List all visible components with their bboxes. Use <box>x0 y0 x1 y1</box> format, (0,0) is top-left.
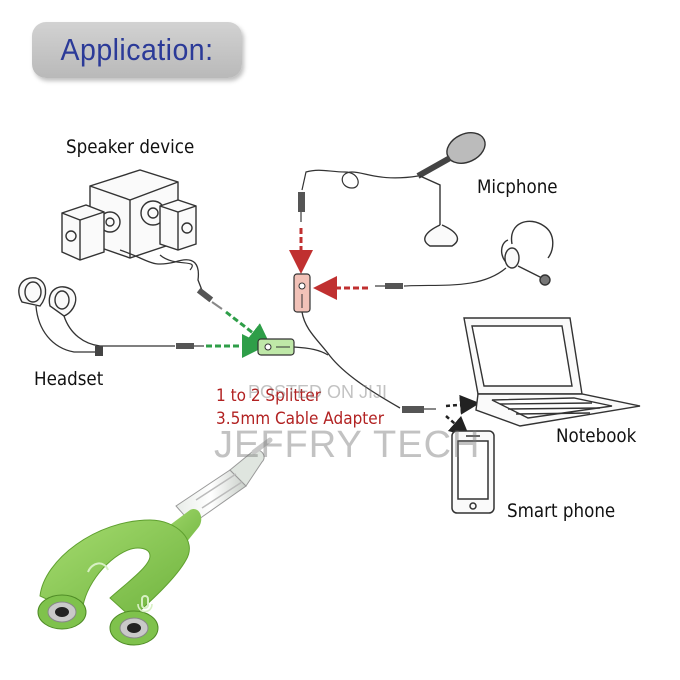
speaker-icon <box>61 169 197 261</box>
watermark-posted: POSTED ON JIJI <box>248 382 388 402</box>
splitter-label-line1: 1 to 2 Splitter <box>216 386 322 406</box>
headset-cable <box>63 315 175 347</box>
output-plug-icon <box>402 406 436 413</box>
speaker-label: Speaker device <box>66 136 195 158</box>
headset-mic-icon <box>501 220 554 286</box>
headset-mic-cable <box>403 267 507 287</box>
adapter-product-icon <box>37 437 273 646</box>
application-banner: Application: <box>32 22 242 78</box>
notebook-arrow <box>445 394 480 415</box>
notebook-label: Notebook <box>556 425 637 447</box>
microphone-icon <box>416 132 486 247</box>
headset-mic-plug-icon <box>375 283 403 289</box>
watermark-brand: JEFFRY TECH <box>214 424 481 466</box>
headset-plug-icon <box>176 343 204 349</box>
splitter-red-icon <box>293 273 311 313</box>
smartphone-label: Smart phone <box>507 500 616 522</box>
microphone-cable <box>301 169 419 191</box>
microphone-label: Micphone <box>477 176 558 198</box>
microphone-plug-icon <box>298 192 305 222</box>
splitter-output-cable <box>301 311 401 409</box>
speaker-arrow <box>225 310 272 348</box>
headset-icon <box>18 277 77 317</box>
speaker-plug-icon <box>196 287 223 310</box>
banner-title: Application: <box>60 32 214 67</box>
notebook-icon <box>463 317 641 427</box>
phone-arrow <box>445 415 470 437</box>
splitter-label-line2: 3.5mm Cable Adapter <box>216 409 385 429</box>
smartphone-icon <box>451 430 495 514</box>
headset-label: Headset <box>34 368 104 390</box>
splitter-green-icon <box>257 338 295 356</box>
